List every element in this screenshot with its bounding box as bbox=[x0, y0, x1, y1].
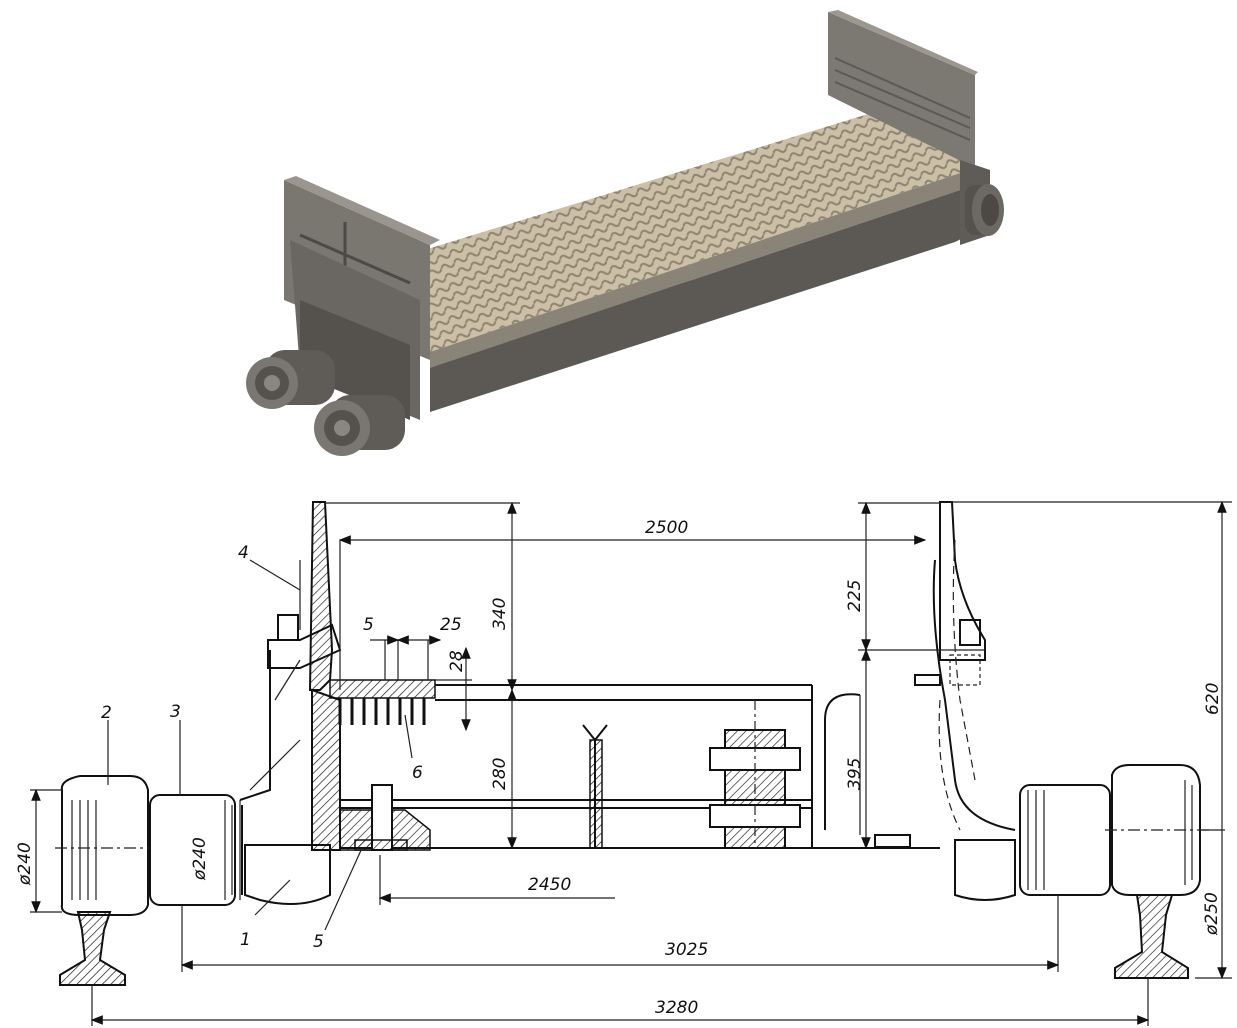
central-joint bbox=[709, 700, 801, 849]
grate-deck bbox=[408, 95, 975, 352]
rear-rib-1 bbox=[834, 57, 971, 119]
body-lower bbox=[430, 185, 975, 412]
part-label-5: 5 bbox=[313, 932, 324, 952]
wheel-rear bbox=[965, 184, 1004, 236]
dim-3280: 3280 bbox=[655, 998, 698, 1018]
trolley-3d-model bbox=[246, 10, 1004, 456]
left-wheel-part-2 bbox=[55, 775, 150, 916]
dim-250: ø250 bbox=[1202, 892, 1222, 936]
front-rib-1 bbox=[299, 233, 411, 285]
dim-2500: 2500 bbox=[645, 518, 688, 538]
part-label-3: 3 bbox=[170, 702, 181, 722]
rear-end-plate bbox=[828, 12, 975, 168]
middle-web-section bbox=[589, 739, 603, 849]
front-end-plate-edge bbox=[284, 176, 440, 245]
rail-left bbox=[59, 911, 126, 986]
left-end-frame-part-4 bbox=[239, 501, 342, 851]
dim-395: 395 bbox=[845, 758, 865, 790]
dim-25: 25 bbox=[440, 615, 462, 635]
right-wheel bbox=[1105, 764, 1210, 896]
dim-620: 620 bbox=[1203, 683, 1223, 715]
part-label-1: 1 bbox=[240, 930, 251, 950]
front-bracket-shadow bbox=[300, 300, 410, 420]
rear-plate-upper bbox=[828, 10, 978, 75]
dim-340: 340 bbox=[490, 598, 510, 630]
dim-5: 5 bbox=[363, 615, 374, 635]
dim-280: 280 bbox=[490, 758, 510, 790]
left-axle-box-part-3 bbox=[149, 794, 243, 906]
technical-drawing: 2500 340 280 5 25 28 225 395 620 bbox=[15, 500, 1232, 1026]
dim-225: 225 bbox=[845, 580, 865, 612]
rail-right bbox=[1114, 894, 1189, 979]
dim-2450: 2450 bbox=[528, 875, 571, 895]
part-label-4: 4 bbox=[238, 543, 249, 563]
rear-rib-3 bbox=[834, 81, 971, 141]
dim-240-mid: ø240 bbox=[190, 837, 210, 881]
bolt-5-nut bbox=[354, 839, 408, 851]
dim-28: 28 bbox=[447, 650, 467, 672]
dim-240-left: ø240 bbox=[15, 842, 35, 886]
part-label-6: 6 bbox=[412, 763, 423, 783]
dim-3025: 3025 bbox=[665, 940, 708, 960]
part-label-2: 2 bbox=[101, 703, 112, 723]
left-axle-holder-part-1 bbox=[244, 844, 331, 905]
grate-edge bbox=[430, 168, 975, 368]
wheel-front-right bbox=[314, 395, 405, 456]
wheel-front-left bbox=[246, 350, 335, 409]
grate-bars-part-6 bbox=[329, 679, 436, 725]
rear-rib-2 bbox=[834, 69, 971, 129]
right-axle-box bbox=[954, 784, 1111, 901]
right-end-frame bbox=[824, 501, 1016, 848]
